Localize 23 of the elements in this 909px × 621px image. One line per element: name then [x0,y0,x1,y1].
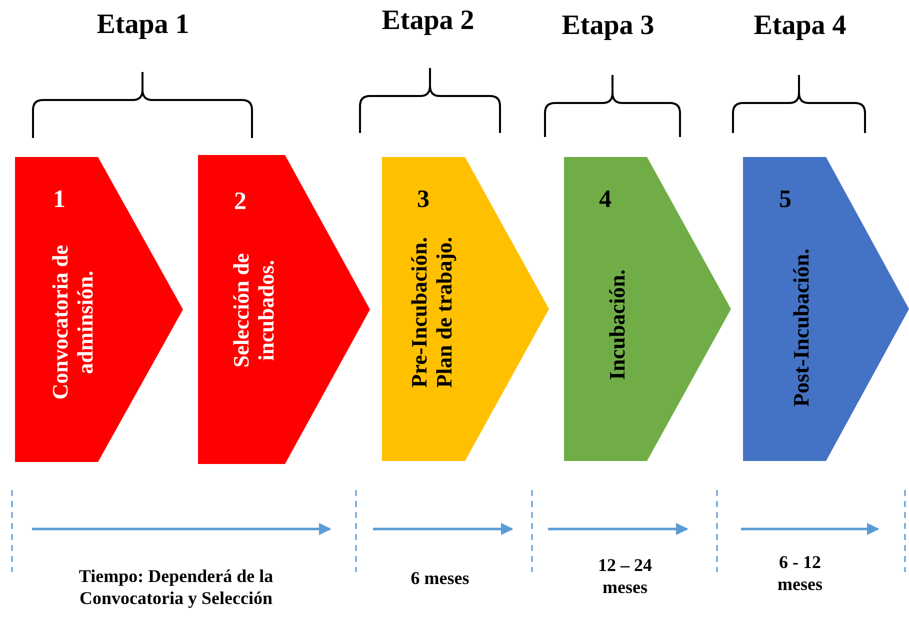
process-step-shape [743,157,909,461]
duration-text: Tiempo: Dependerá de la Convocatoria y Selección [78,566,274,610]
stage-title: Etapa 4 [752,9,848,43]
step-number: 4 [599,187,612,212]
process-step-shape [198,155,370,464]
duration-text: 6 - 12 meses [776,552,824,596]
step-label: Post-Incubación. [788,247,814,408]
stage-title: Etapa 3 [560,9,656,43]
duration-text: 6 meses [410,568,470,590]
process-step-shape [15,157,183,462]
stage-title: Etapa 1 [96,8,190,42]
duration-text: 12 – 24 meses [597,555,653,598]
step-label: Convocatoria de adminsión. [48,244,98,402]
step-label: Pre-Incubación. Plan de trabajo. [406,235,458,390]
step-label: Incubación. [604,268,630,382]
process-step-shape [382,157,549,461]
step-number: 1 [53,187,66,212]
process-step-shape [564,157,731,461]
step-number: 5 [779,187,792,212]
step-label: Selección de incubados. [228,252,280,369]
step-number: 2 [234,189,246,214]
stage-title: Etapa 2 [380,4,476,38]
step-number: 3 [417,187,430,212]
